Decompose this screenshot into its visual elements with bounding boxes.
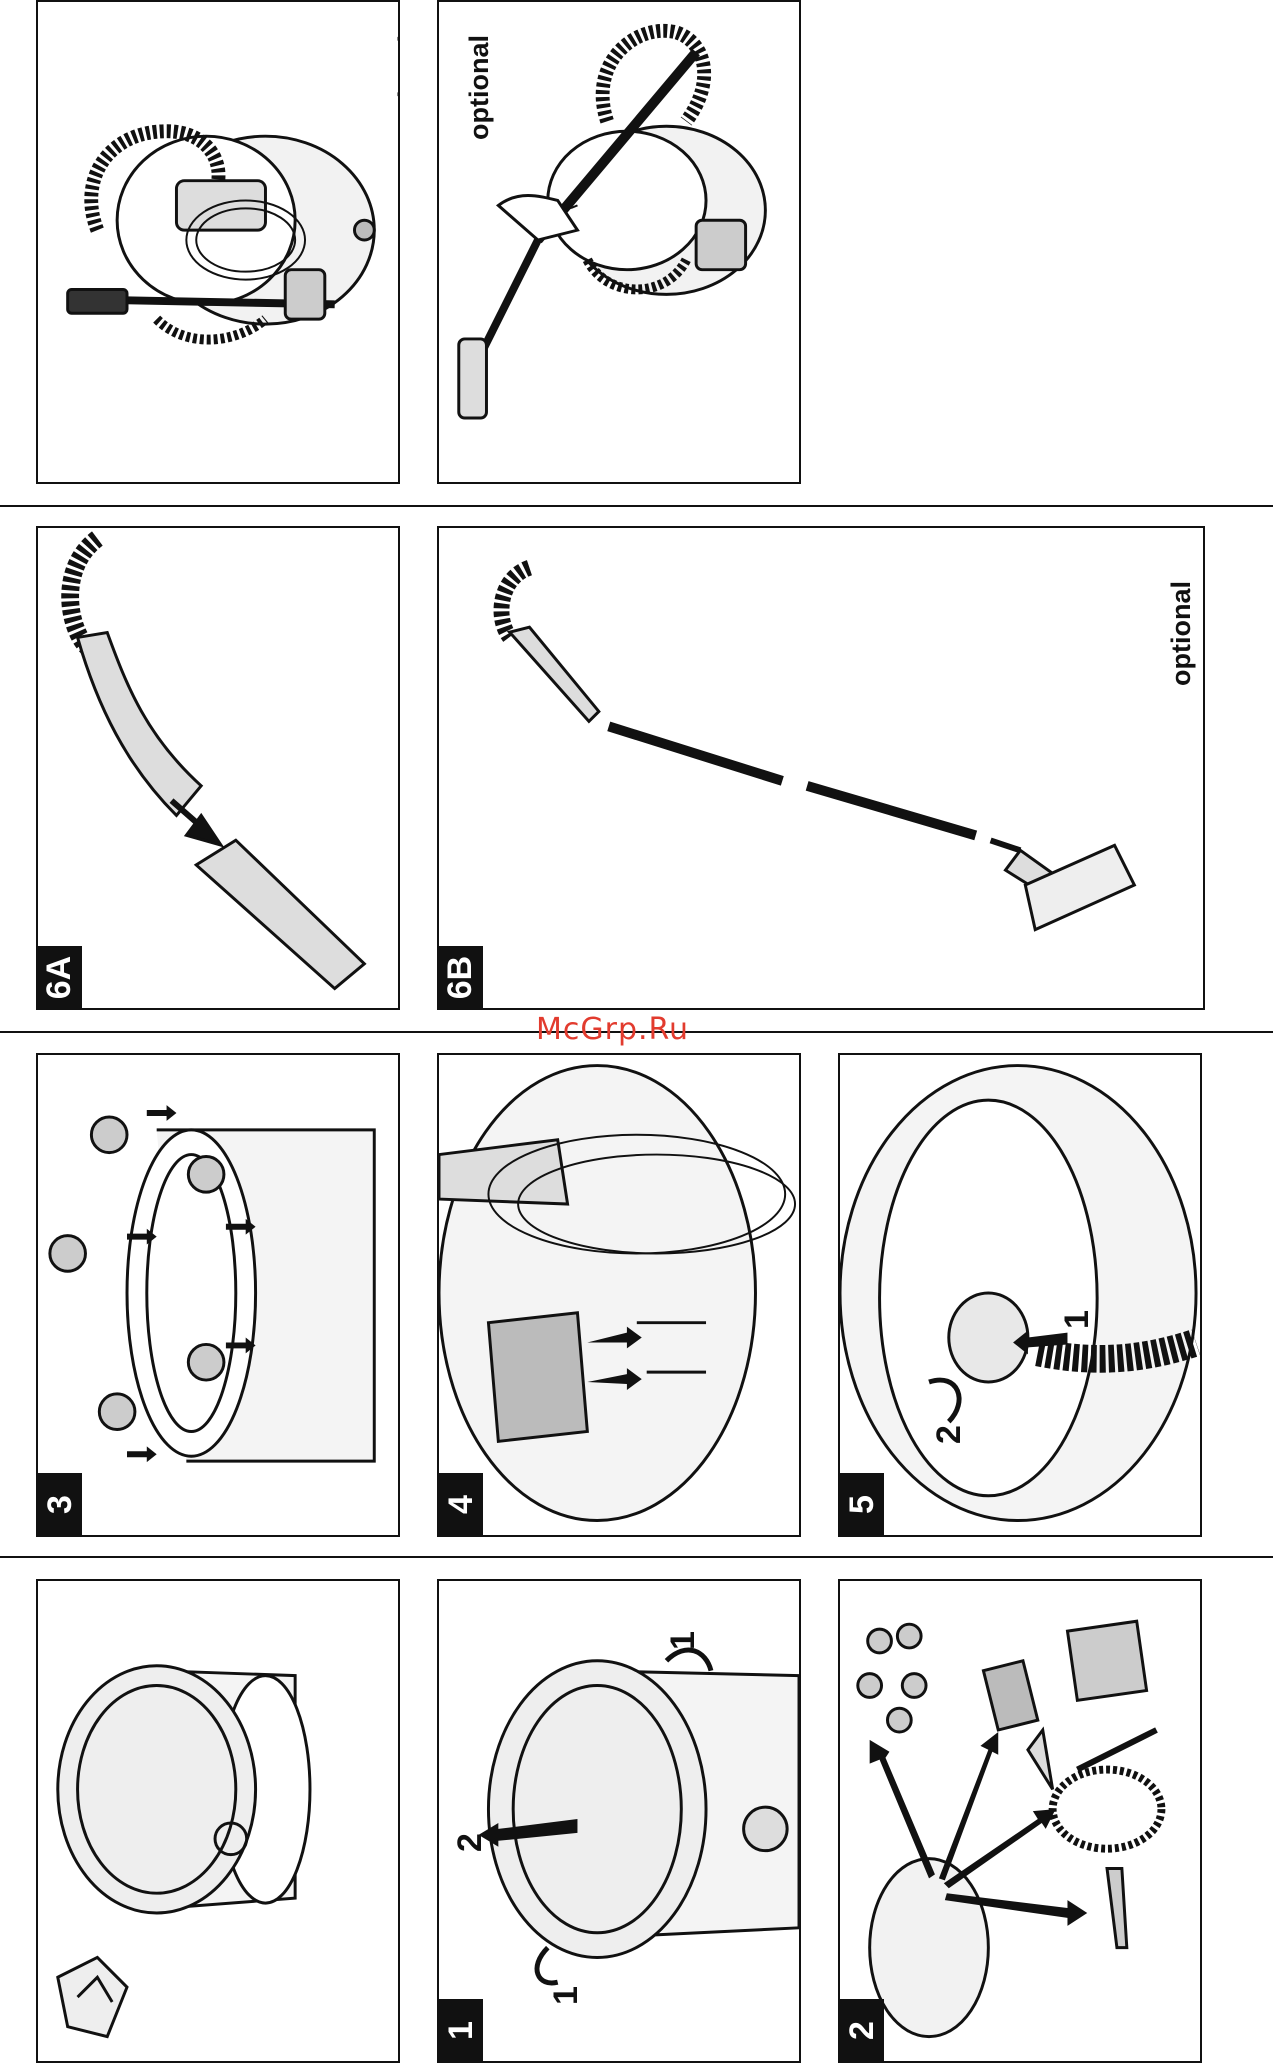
vacuum-packaging-illustration	[38, 1581, 398, 2061]
panel-vacuum-in-use: optional	[437, 0, 801, 484]
watermark: McGrp.Ru	[536, 1012, 689, 1047]
step-number: 1	[664, 1631, 703, 1650]
step-tag: 6B	[439, 946, 483, 1008]
hose-connection-illustration	[840, 1055, 1200, 1535]
crevice-nozzle-illustration	[38, 528, 398, 1008]
castor-mounting-illustration	[38, 1055, 398, 1535]
step-tag: 1	[439, 1999, 483, 2061]
section-divider	[0, 1556, 1273, 1558]
panel-1-unpacking: 1 2 1 1	[437, 1579, 801, 2063]
accessory-holder-illustration	[439, 1055, 799, 1535]
step-tag: 2	[840, 1999, 884, 2061]
step-tag: 3	[38, 1473, 82, 1535]
panel-5-hose-connection: 1 2 5	[838, 1053, 1202, 1537]
optional-label: optional	[464, 35, 495, 140]
floor-nozzle-illustration	[439, 528, 1203, 1008]
optional-label: optional	[393, 35, 400, 140]
recycling-icon	[58, 1957, 127, 2036]
panel-6b-floor-nozzle: optional 6B	[437, 526, 1205, 1010]
panel-6a-crevice-nozzle: 6A	[36, 526, 400, 1010]
panel-4-accessory-holder: 4	[437, 1053, 801, 1537]
section-divider	[0, 505, 1273, 507]
step-number: 1	[547, 1986, 586, 2005]
vacuum-storage-illustration	[38, 2, 398, 482]
optional-label: optional	[1166, 581, 1197, 686]
panel-packaging-recycling	[36, 1579, 400, 2063]
panel-vacuum-storage: optional	[36, 0, 400, 484]
step-number: 2	[451, 1833, 490, 1852]
panel-3-castors: 3	[36, 1053, 400, 1537]
panel-2-contents: 2	[838, 1579, 1202, 2063]
step-number: 2	[930, 1425, 969, 1444]
package-contents-illustration	[840, 1581, 1200, 2061]
step-number: 1	[1058, 1310, 1097, 1329]
lid-removal-illustration	[439, 1581, 799, 2061]
step-tag: 6A	[38, 946, 82, 1008]
step-tag: 5	[840, 1473, 884, 1535]
step-tag: 4	[439, 1473, 483, 1535]
